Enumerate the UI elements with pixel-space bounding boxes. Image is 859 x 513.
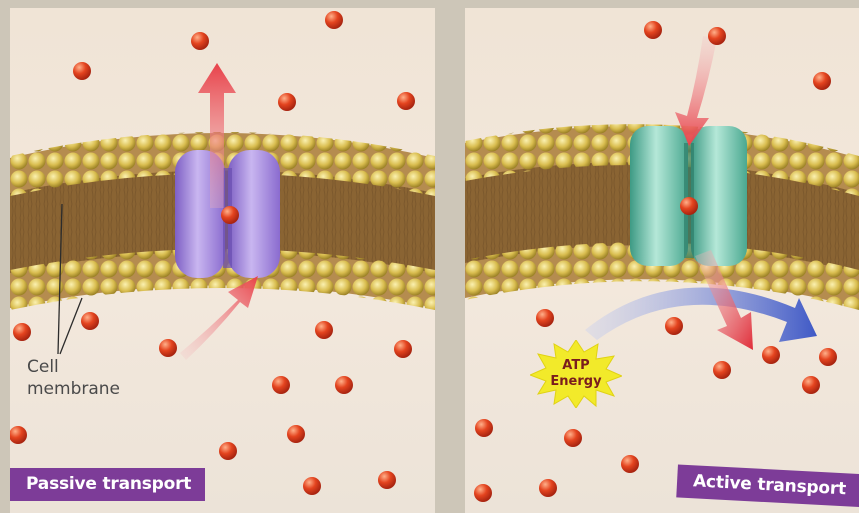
particle bbox=[335, 376, 353, 394]
particle bbox=[475, 419, 493, 437]
particle bbox=[474, 484, 492, 502]
particle bbox=[536, 309, 554, 327]
atp-label: ATP bbox=[562, 358, 589, 374]
arrow-in-curved-icon bbox=[180, 276, 258, 360]
passive-illustration bbox=[10, 8, 435, 513]
particle bbox=[303, 477, 321, 495]
cell-membrane-label-line2: membrane bbox=[27, 378, 120, 400]
particle bbox=[278, 93, 296, 111]
particle bbox=[394, 340, 412, 358]
pump-protein bbox=[630, 126, 747, 266]
cell-membrane-label-line1: Cell bbox=[27, 356, 120, 378]
energy-arc-icon bbox=[585, 288, 817, 342]
particle bbox=[315, 321, 333, 339]
active-transport-panel: Active transport bbox=[465, 8, 859, 513]
particle bbox=[397, 92, 415, 110]
particle bbox=[10, 426, 27, 444]
particle bbox=[73, 62, 91, 80]
particle bbox=[539, 479, 557, 497]
particle bbox=[708, 27, 726, 45]
particle bbox=[81, 312, 99, 330]
energy-label: Energy bbox=[550, 374, 601, 390]
atp-text: ATP Energy bbox=[530, 340, 622, 408]
particle bbox=[272, 376, 290, 394]
particle bbox=[219, 442, 237, 460]
atp-energy-badge: ATP Energy bbox=[530, 340, 622, 408]
particle bbox=[13, 323, 31, 341]
particle bbox=[665, 317, 683, 335]
cell-membrane-annotation: Cell membrane bbox=[27, 356, 120, 400]
particle bbox=[713, 361, 731, 379]
particle bbox=[762, 346, 780, 364]
particle bbox=[644, 21, 662, 39]
particle bbox=[325, 11, 343, 29]
particle bbox=[564, 429, 582, 447]
particle bbox=[221, 206, 239, 224]
particle bbox=[621, 455, 639, 473]
particle bbox=[159, 339, 177, 357]
passive-transport-label: Passive transport bbox=[10, 468, 205, 501]
particle bbox=[813, 72, 831, 90]
particle bbox=[819, 348, 837, 366]
particle bbox=[191, 32, 209, 50]
particle bbox=[680, 197, 698, 215]
active-illustration bbox=[465, 8, 859, 513]
particle bbox=[287, 425, 305, 443]
passive-transport-panel: Passive transport bbox=[10, 8, 435, 513]
particle bbox=[378, 471, 396, 489]
particle bbox=[802, 376, 820, 394]
